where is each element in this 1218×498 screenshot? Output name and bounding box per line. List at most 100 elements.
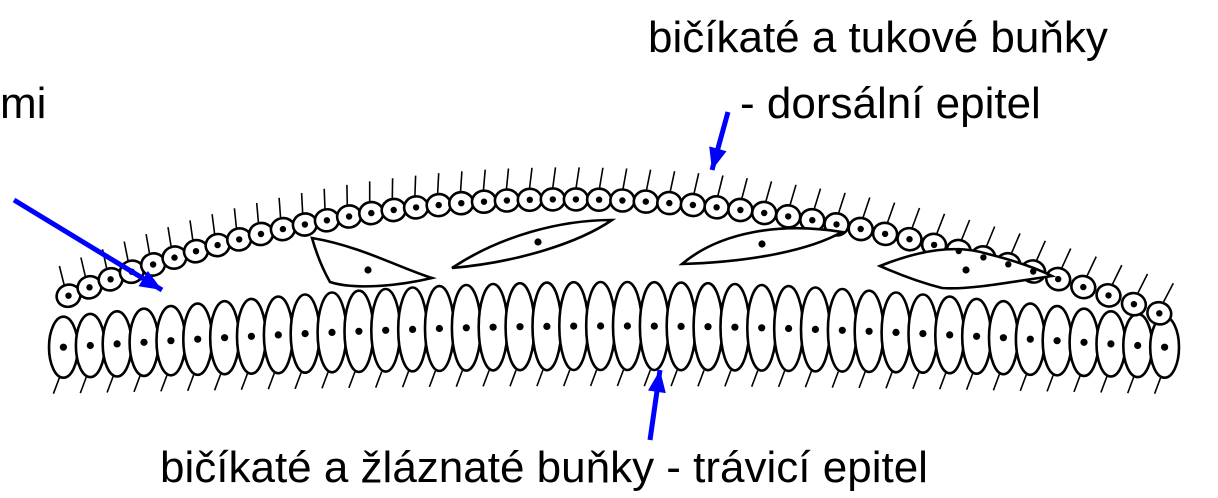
dorsal-cell-nucleus [391,207,397,213]
ventral-cell-nucleus [1054,337,1061,344]
cilium [279,198,281,219]
dorsal-cell-nucleus [550,196,556,202]
dorsal-cell-nucleus [324,217,330,223]
dorsal-cell-nucleus [458,200,464,206]
cilium [725,370,731,386]
cilium [790,185,796,206]
cilium [268,373,274,389]
dorsal-cell-nucleus [737,207,743,213]
ventral-cell-nucleus [731,324,738,331]
ventral-cell-nucleus [409,326,416,333]
dorsal-cell-nucleus [368,210,374,216]
cilium [766,181,772,202]
dorsal-cell-nucleus [1156,310,1162,316]
ventral-cell-nucleus [839,327,846,334]
dorsal-cell-nucleus [258,231,264,237]
ventral-cell-nucleus [597,322,604,329]
cilium [483,370,489,386]
cilium [376,372,382,388]
ventral-cell-nucleus [543,323,550,330]
dorsal-cell-nucleus [882,231,888,237]
ventral-cell-nucleus [678,323,685,330]
ventral-cell-nucleus [194,336,201,343]
cilium [961,220,969,240]
cilium [1036,241,1045,261]
cilium [838,193,845,214]
ventral-cell-nucleus [785,325,792,332]
cilium [168,227,171,247]
dorsal-cell-nucleus [527,197,533,203]
cilium [779,371,785,387]
dorsal-cell-nucleus [643,198,649,204]
dorsal-cell-nucleus [833,221,839,227]
cilium [302,193,303,214]
cilium [107,377,113,393]
dorsal-cell-nucleus [596,197,602,203]
spindle-cell [452,220,612,268]
ventral-cell-nucleus [328,329,335,336]
ventral-cell-nucleus [1161,344,1168,351]
ventral-cell-nucleus [624,322,631,329]
cilium [599,168,603,189]
dorsal-cell-nucleus [1055,276,1061,282]
cilium [887,203,894,224]
cilium [967,374,973,390]
ventral-cell-nucleus [570,323,577,330]
dorsal-cell-nucleus [171,254,177,260]
dorsal-cell-nucleus [86,284,92,290]
dorsal-cell-nucleus [481,199,487,205]
dorsal-cell-nucleus [713,204,719,210]
cilium [670,171,675,192]
cilium [80,377,86,393]
arrow-to-digestive-epithelium [648,370,666,440]
cilium [134,376,140,392]
spindle-cell-nucleus [534,238,541,245]
dorsal-cell-nucleus [785,213,791,219]
dorsal-cell-nucleus [931,242,937,248]
spindle-cell-nucleus [758,240,765,247]
cilium [1101,377,1107,393]
dorsal-cell-nucleus [236,236,242,242]
cilium [814,189,820,210]
cilium [832,372,838,388]
ventral-cell-nucleus [140,339,147,346]
dorsal-cell-nucleus [413,204,419,210]
cilium [1112,265,1122,285]
cilium [1128,377,1134,393]
cilium [718,176,723,197]
ventral-cell-nucleus [87,342,94,349]
cilium [59,266,64,286]
dorsal-cell-nucleus [761,210,767,216]
cilium [1138,274,1148,294]
ventral-cell-nucleus [758,324,765,331]
arrow-to-digestive-epithelium-head [648,370,666,393]
cilium [863,198,870,219]
cilium [429,371,435,387]
cilium [234,208,236,228]
ventral-cell-nucleus [221,334,228,341]
cilium [698,370,704,386]
ventral-cell-nucleus [1000,334,1007,341]
cilium [215,374,221,390]
cilium [241,374,247,390]
cilium [403,371,409,387]
cilium [190,220,193,240]
cilium [1155,378,1161,394]
ventral-cell-nucleus [60,344,67,351]
ventral-cell-nucleus [463,324,470,331]
dorsal-cell-nucleus [809,217,815,223]
cilium [483,170,485,191]
dorsal-cell-nucleus [956,248,962,254]
cilium [591,370,597,386]
cilium [456,371,462,387]
cilium [530,168,533,189]
cilium [886,372,892,388]
dorsal-cell-nucleus [280,226,286,232]
dorsal-cell-nucleus [107,276,113,282]
cilium [859,372,865,388]
dorsal-cell-nucleus [573,196,579,202]
ventral-cell-nucleus [973,333,980,340]
ventral-cell-nucleus [382,327,389,334]
dorsal-cell-nucleus [504,197,510,203]
